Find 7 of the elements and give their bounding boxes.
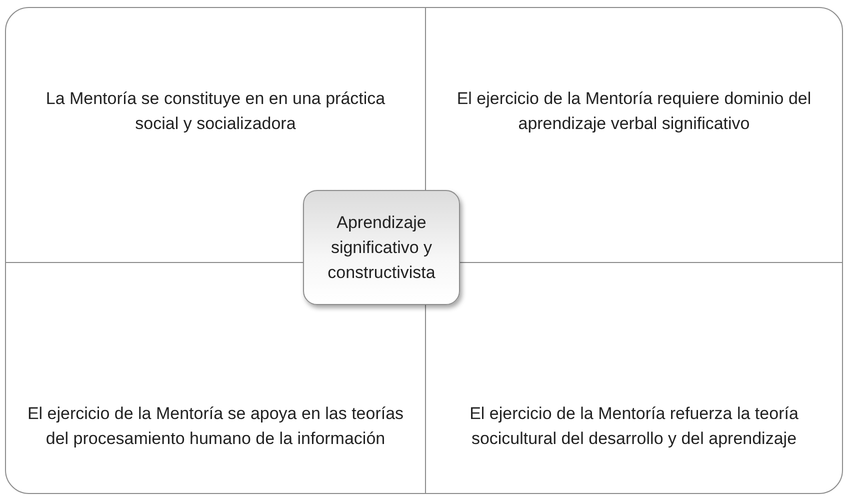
quadrant-text: El ejercicio de la Mentoría refuerza la teoría socicultural del desarrollo y del aprendizaje [468, 403, 800, 450]
quadrant-text: La Mentoría se constituye en en una práctica social y socializadora [44, 88, 386, 135]
quadrant-text: El ejercicio de la Mentoría requiere dominio del aprendizaje verbal significativo [456, 88, 812, 135]
quadrant-panel [425, 7, 843, 263]
center-label: Aprendizaje significativo y constructivista [326, 212, 436, 284]
center-box [303, 190, 460, 305]
quadrant-text: El ejercicio de la Mentoría se apoya en las teorías del procesamiento humano de la información [26, 403, 405, 450]
